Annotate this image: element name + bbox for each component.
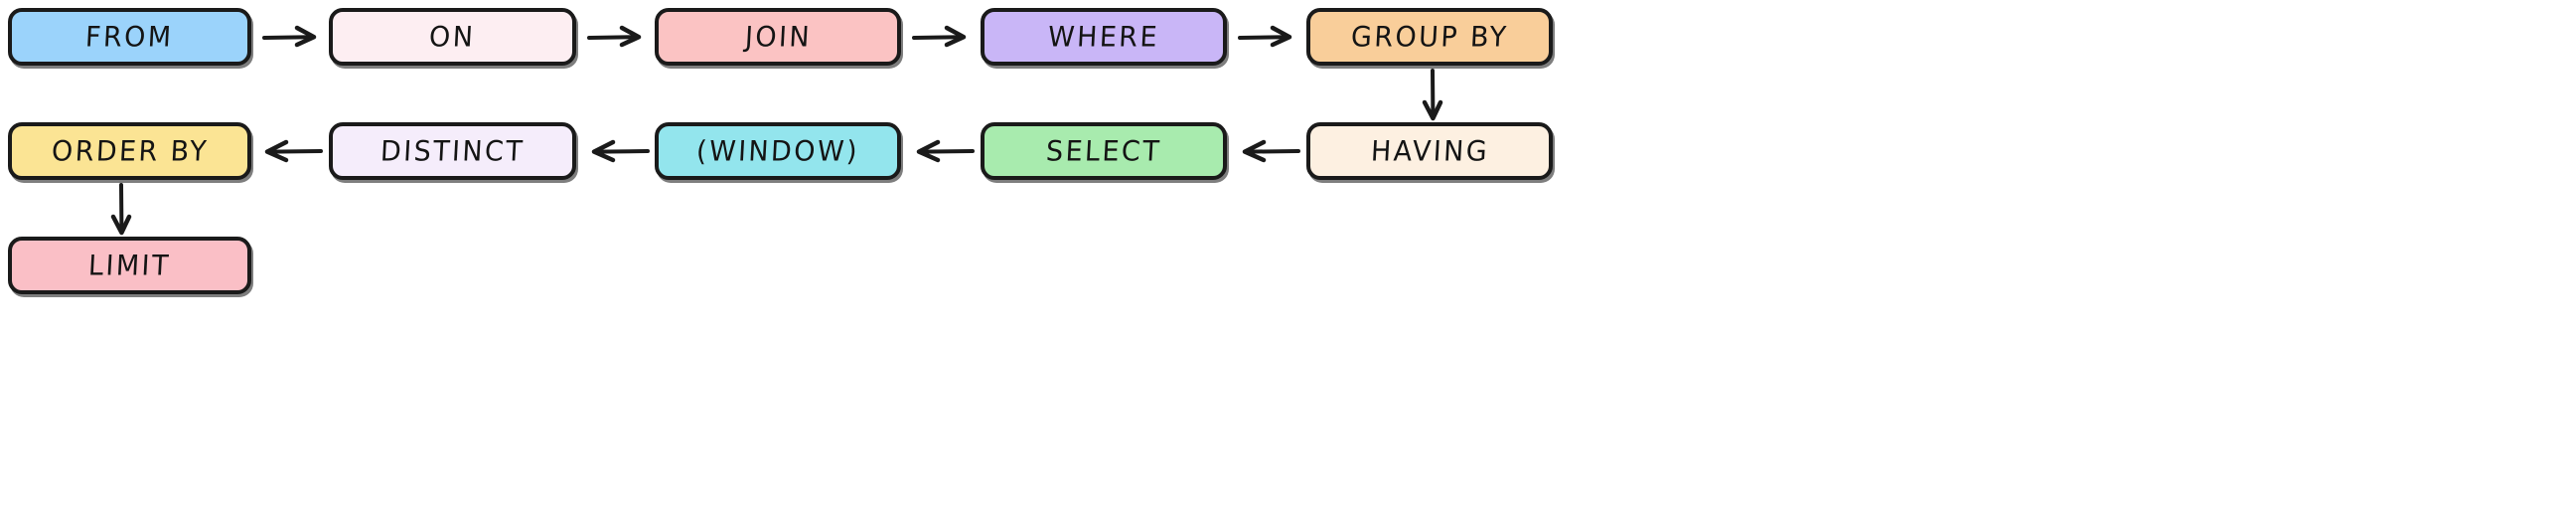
edge-on-to-join xyxy=(587,25,642,48)
node-distinct[interactable]: DISTINCT xyxy=(329,122,576,180)
node-join[interactable]: JOIN xyxy=(655,8,901,66)
node-from-label: FROM xyxy=(84,20,175,54)
node-group-by-label: GROUP BY xyxy=(1349,20,1510,54)
node-select[interactable]: SELECT xyxy=(981,122,1227,180)
node-order-by[interactable]: ORDER BY xyxy=(8,122,251,180)
node-from[interactable]: FROM xyxy=(8,8,251,66)
node-group-by[interactable]: GROUP BY xyxy=(1306,8,1553,66)
node-on-label: ON xyxy=(428,20,477,54)
node-select-label: SELECT xyxy=(1045,134,1162,168)
edge-distinct-to-order-by xyxy=(264,139,323,163)
node-distinct-label: DISTINCT xyxy=(379,134,526,168)
edge-join-to-where xyxy=(912,25,967,48)
edge-where-to-group-by xyxy=(1238,25,1292,48)
node-having[interactable]: HAVING xyxy=(1306,122,1553,180)
node-on[interactable]: ON xyxy=(329,8,576,66)
node-where[interactable]: WHERE xyxy=(981,8,1227,66)
edge-group-by-to-having xyxy=(1422,69,1443,121)
edge-window-to-distinct xyxy=(591,139,650,163)
edge-having-to-select xyxy=(1242,139,1300,163)
node-join-label: JOIN xyxy=(743,20,813,54)
node-window-label: (WINDOW) xyxy=(695,134,860,168)
edge-order-by-to-limit xyxy=(110,183,132,236)
node-limit[interactable]: LIMIT xyxy=(8,237,251,294)
edge-select-to-window xyxy=(916,139,975,163)
node-having-label: HAVING xyxy=(1369,134,1490,168)
node-order-by-label: ORDER BY xyxy=(50,134,210,168)
node-where-label: WHERE xyxy=(1047,20,1160,54)
node-limit-label: LIMIT xyxy=(87,249,172,282)
node-window[interactable]: (WINDOW) xyxy=(655,122,901,180)
edge-from-to-on xyxy=(262,25,317,48)
